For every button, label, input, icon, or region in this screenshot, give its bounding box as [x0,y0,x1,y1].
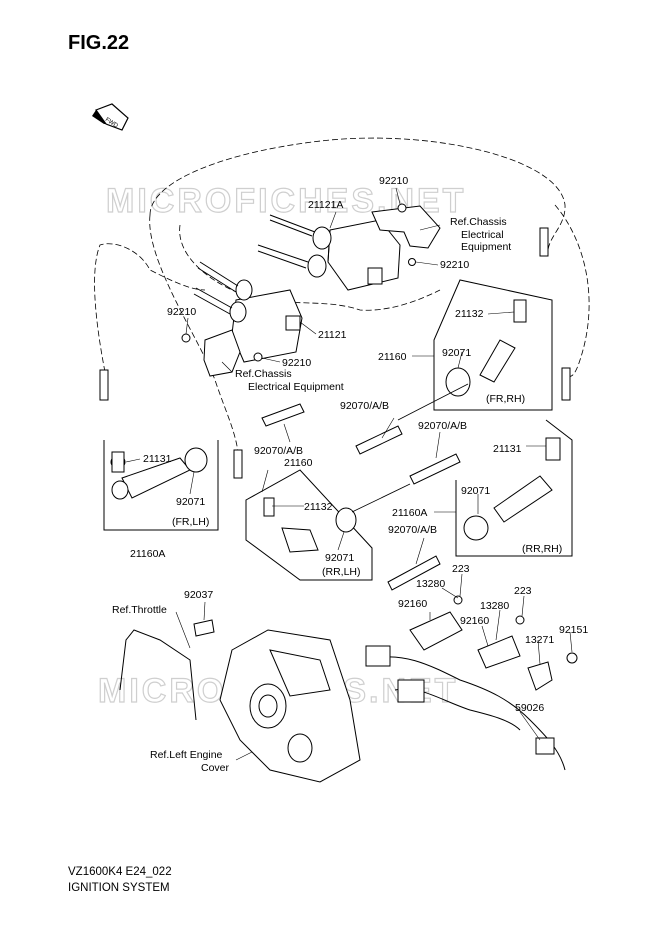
label-rr-lh: (RR,LH) [322,566,361,578]
label-92210-b: 92210 [440,259,469,271]
cap-group-fr-lh [99,369,219,531]
cap-group-rr-rh [455,419,573,557]
fwd-arrow-icon: FWD [92,103,129,131]
label-21131-a: 21131 [143,453,172,465]
label-ref-cover-a: Ref.Left Engine [150,749,223,761]
label-92071-a: 92071 [442,347,471,359]
label-92210-d: 92210 [282,357,311,369]
label-92037: 92037 [184,589,213,601]
footer-model-code: VZ1600K4 E24_022 [68,866,172,878]
cap-group-rr-lh [233,449,373,581]
ht-lead-loop-top [149,137,566,251]
label-92070-d: 92070/A/B [388,524,437,536]
figure-title: FIG.22 [68,32,130,54]
label-13280-a: 13280 [416,578,445,590]
label-21160A-a: 21160A [392,507,427,519]
ht-lead-loop-right [554,204,590,381]
ignition-coil-upper [257,203,441,291]
label-92071-b: 92071 [176,496,205,508]
label-21132-a: 21132 [455,308,484,320]
label-223-a: 223 [452,563,470,575]
label-21121: 21121 [318,329,347,341]
label-92070-b: 92070/A/B [254,445,303,457]
label-ref-chassis-1a: Ref.Chassis [450,216,507,228]
label-13280-b: 13280 [480,600,509,612]
pickup-assembly [365,595,578,771]
left-engine-cover [219,629,361,783]
spark-plugs [261,403,461,591]
footer-system-name: IGNITION SYSTEM [68,882,170,894]
label-92160-a: 92160 [398,598,427,610]
label-223-b: 223 [514,585,532,597]
cap-group-fr-rh [433,227,571,411]
label-59026: 59026 [515,702,544,714]
label-92071-d: 92071 [461,485,490,497]
label-92210-c: 92210 [167,306,196,318]
label-92070-a: 92070/A/B [340,400,389,412]
label-ref-chassis-1c: Equipment [461,241,511,253]
label-92070-c: 92070/A/B [418,420,467,432]
plug-leader-lines [351,383,469,513]
label-92210-a: 92210 [379,175,408,187]
label-ref-chassis-2b: Electrical Equipment [248,381,344,393]
label-21132-b: 21132 [304,501,333,513]
label-rr-rh: (RR,RH) [522,543,562,555]
label-ref-cover-b: Cover [201,762,230,774]
label-21160-a: 21160 [378,351,407,363]
label-ref-throttle: Ref.Throttle [112,604,167,616]
label-21131-b: 21131 [493,443,522,455]
label-ref-chassis-1b: Electrical [461,229,504,241]
label-21121A: 21121A [308,199,343,211]
label-21160-b: 21160 [284,457,313,469]
label-fr-lh: (FR,LH) [172,516,209,528]
label-21160A-b: 21160A [130,548,165,560]
label-92071-c: 92071 [325,552,354,564]
ignition-coil-lower [181,261,303,377]
label-ref-chassis-2a: Ref.Chassis [235,368,292,380]
label-fr-rh: (FR,RH) [486,393,525,405]
throttle-bracket [119,619,215,721]
label-92160-b: 92160 [460,615,489,627]
label-13271: 13271 [525,634,554,646]
label-92151: 92151 [559,624,588,636]
leader-lines [125,187,573,761]
